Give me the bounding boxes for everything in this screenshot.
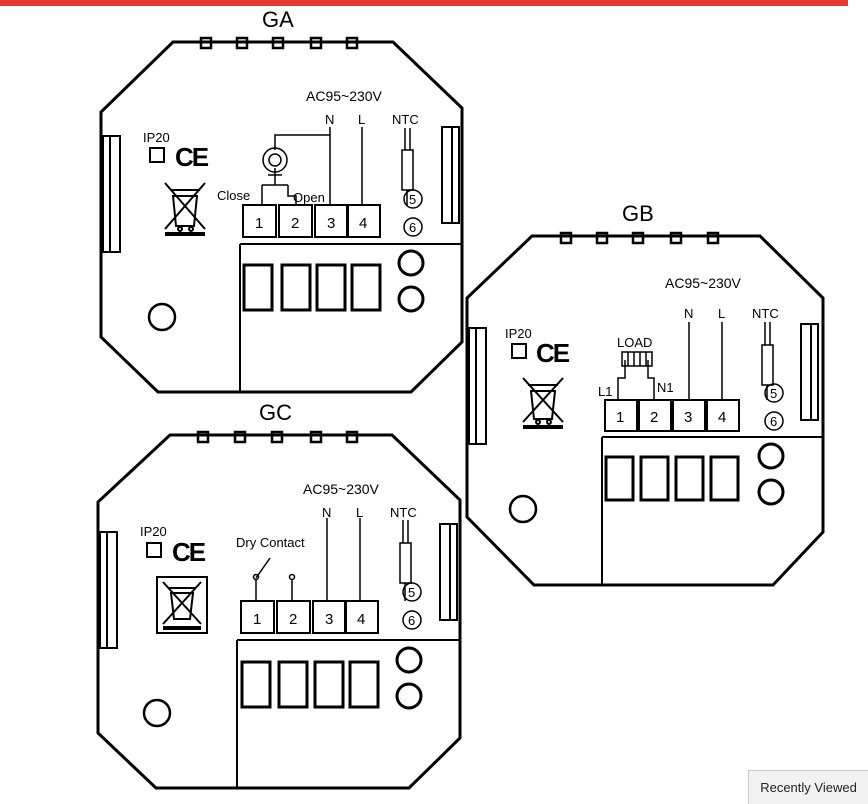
panel-gb-voltage: AC95~230V: [665, 275, 742, 291]
panel-gb-terminal-3: 3: [684, 409, 692, 426]
panel-gc: [96, 430, 462, 790]
panel-gc-terminal-4: 4: [357, 611, 365, 628]
panel-gb: [465, 231, 825, 587]
panel-gb-ntc-terminal-6: 6: [770, 414, 777, 429]
panel-gb-load-label: LOAD: [617, 335, 652, 350]
panel-ga-ntc-label: NTC: [392, 112, 419, 127]
crossed-bin-icon: [522, 377, 564, 429]
panel-gb-title: GB: [622, 201, 654, 226]
panel-gb-text: GB AC95~230V N L NTC IP20 CE LOAD L1 N1 …: [505, 201, 779, 429]
panel-gc-ce-mark: CE: [172, 537, 206, 567]
panel-gb-ce-mark: CE: [536, 338, 570, 368]
panel-ga-terminal-4: 4: [359, 215, 367, 232]
top-banner: [0, 0, 848, 6]
panel-gb-ntc-label: NTC: [752, 306, 779, 321]
panel-gb-terminal-1: 1: [616, 409, 624, 426]
panel-gb-terminal-2: 2: [650, 409, 658, 426]
panel-gb-n-label: N: [684, 306, 693, 321]
panel-gc-text: GC AC95~230V N L NTC IP20 CE Dry Contact…: [140, 400, 417, 628]
panel-gc-dry-contact-label: Dry Contact: [236, 535, 305, 550]
panel-ga-ip-rating: IP20: [143, 130, 170, 145]
panel-ga-close-label: Close: [217, 188, 250, 203]
panel-gc-voltage: AC95~230V: [303, 481, 380, 497]
panel-ga-terminal-2: 2: [291, 215, 299, 232]
panel-gb-n1-label: N1: [657, 380, 674, 395]
panel-ga-ntc-terminal-6: 6: [409, 220, 416, 235]
panel-ga-n-label: N: [325, 112, 334, 127]
panel-ga-ce-mark: CE: [175, 142, 209, 172]
panel-ga-voltage: AC95~230V: [306, 88, 383, 104]
panel-gc-ip-rating: IP20: [140, 524, 167, 539]
panel-ga-open-label: Open: [293, 190, 325, 205]
panel-gb-ntc-terminal-5: 5: [770, 386, 777, 401]
panel-gb-body: [465, 234, 825, 587]
panel-gc-title: GC: [259, 400, 292, 425]
panel-gb-ip-rating: IP20: [505, 326, 532, 341]
panel-ga-title: GA: [262, 7, 294, 32]
panel-gc-ntc-terminal-5: 5: [408, 585, 415, 600]
panel-ga: [99, 36, 464, 394]
panel-ga-terminal-1: 1: [255, 215, 263, 232]
valve-motor-icon: [262, 147, 288, 176]
crossed-bin-icon: [156, 576, 208, 634]
panel-gc-ntc-label: NTC: [390, 505, 417, 520]
crossed-bin-icon: [164, 182, 206, 236]
recently-viewed-button[interactable]: Recently Viewed: [748, 770, 868, 804]
panel-gb-l1-label: L1: [598, 384, 612, 399]
panel-gc-ntc-terminal-6: 6: [408, 613, 415, 628]
panel-ga-terminal-3: 3: [327, 215, 335, 232]
panel-gc-terminal-3: 3: [325, 611, 333, 628]
panel-gb-terminal-4: 4: [718, 409, 726, 426]
panel-ga-ntc-terminal-5: 5: [409, 192, 416, 207]
panel-gb-l-label: L: [718, 306, 725, 321]
panel-gc-body: [96, 433, 462, 790]
panel-ga-text: GA AC95~230V N L NTC IP20 CE Close Open …: [143, 7, 419, 235]
panel-ga-l-label: L: [358, 112, 365, 127]
panel-ga-body: [99, 40, 464, 394]
panel-gc-n-label: N: [322, 505, 331, 520]
panel-gc-terminal-2: 2: [289, 611, 297, 628]
panel-gc-l-label: L: [356, 505, 363, 520]
load-icon: [621, 351, 653, 367]
panel-gc-terminal-1: 1: [253, 611, 261, 628]
